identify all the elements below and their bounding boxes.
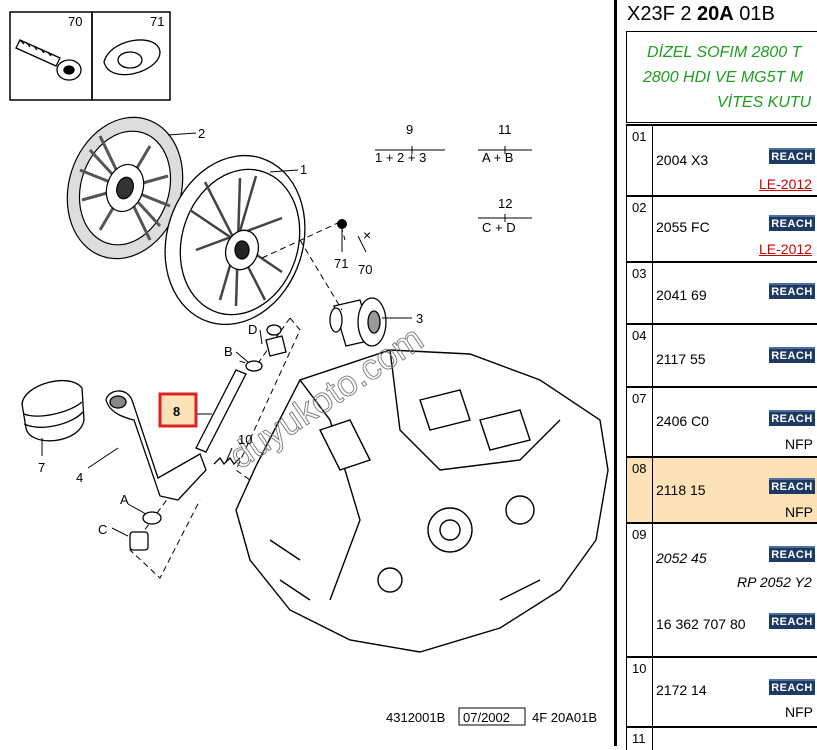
part-row[interactable]: 03 2041 69 REACH [626, 261, 817, 323]
row-number: 09 [632, 527, 647, 542]
reach-badge: REACH [769, 679, 815, 695]
part-row-highlighted[interactable]: 08 2118 15 REACH NFP [626, 456, 817, 522]
small-parts [129, 511, 162, 551]
reach-badge: REACH [769, 546, 815, 562]
description-line: 2800 HDI VE MG5T M [643, 69, 804, 86]
mark-cross: × [363, 227, 371, 243]
row-number: 02 [632, 200, 647, 215]
reach-badge: REACH [769, 347, 815, 363]
row-number: 04 [632, 328, 647, 343]
nfp-label: NFP [785, 436, 813, 452]
spring-part-10 [213, 456, 241, 466]
inset-boxes [9, 11, 171, 101]
row-number: 11 [632, 731, 646, 746]
callout-label: 11 [498, 122, 512, 137]
row-number: 08 [632, 461, 647, 476]
part-ref[interactable]: 2055 FC [656, 219, 710, 235]
description-box: DİZEL SOFIM 2800 T 2800 HDI VE MG5T M Vİ… [626, 31, 817, 123]
part-ref[interactable]: 2117 55 [656, 351, 706, 367]
release-bearing-part-3 [329, 297, 387, 347]
callout-label: C [98, 522, 107, 537]
reach-badge: REACH [769, 613, 815, 629]
bolt-part-70 [15, 39, 82, 81]
footer-date: 07/2002 [463, 710, 510, 725]
diagram-footer: 4312001B 07/2002 4F 20A01B [386, 707, 597, 726]
washer-part-71 [103, 39, 161, 76]
callout-label: 8 [173, 404, 180, 419]
callout-label: B [224, 344, 233, 359]
description-line: VİTES KUTU [717, 94, 812, 111]
part-ref-secondary[interactable]: 16 362 707 80 [656, 616, 746, 632]
replacement-ref: RP 2052 Y2 [737, 574, 812, 590]
callout-label: 3 [416, 311, 423, 326]
part-ref[interactable]: 2406 C0 [656, 413, 709, 429]
footer-date-box [458, 707, 526, 726]
callout-label: C + D [482, 220, 516, 235]
callout-label: 4 [76, 470, 83, 485]
callout-label: 71 [334, 256, 348, 271]
callout-label: 70 [68, 14, 82, 29]
footer-ref: 4F 20A01B [532, 710, 597, 725]
part-row[interactable]: 10 2172 14 REACH NFP [626, 656, 817, 726]
callout-label: 1 [300, 162, 307, 177]
nfp-label: NFP [785, 704, 813, 720]
pressure-plate-part-1 [164, 154, 306, 326]
mark-dot [337, 219, 347, 229]
callout-label: A [120, 492, 129, 507]
callout-label: 1 + 2 + 3 [375, 150, 426, 165]
callout-label: 7 [38, 460, 45, 475]
part-ref[interactable]: 2172 14 [656, 682, 707, 698]
nfp-label: NFP [785, 504, 813, 520]
callout-label: 2 [198, 126, 205, 141]
reach-badge: REACH [769, 478, 815, 494]
reach-badge: REACH [769, 283, 815, 299]
row-number: 10 [632, 661, 647, 676]
part-ref[interactable]: 2041 69 [656, 287, 707, 303]
part-row[interactable]: 07 2406 C0 REACH NFP [626, 386, 817, 456]
callout-label: A + B [482, 150, 513, 165]
part-row[interactable]: 01 2004 X3 REACH LE-2012 [626, 124, 817, 195]
code-suffix: 01B [733, 3, 775, 25]
gearbox-housing [235, 349, 609, 653]
part-ref[interactable]: 2118 15 [656, 482, 706, 498]
part-code: X23F 2 20A 01B [627, 3, 775, 26]
description-line: DİZEL SOFIM 2800 T [647, 44, 802, 61]
leader-lines [41, 132, 532, 537]
part-ref[interactable]: 2004 X3 [656, 152, 709, 168]
reach-badge: REACH [769, 215, 815, 231]
highlight-callout-box [158, 392, 198, 428]
callout-label: D [248, 322, 257, 337]
guide-tube-part-8 [195, 324, 287, 453]
release-fork-part-4 [105, 390, 207, 501]
row-number: 01 [632, 129, 647, 144]
callout-labels: 70 71 2 1 9 1 + 2 + 3 11 A + B 12 C + D … [38, 14, 516, 537]
row-number: 03 [632, 266, 647, 281]
code-prefix: X23F 2 [627, 3, 698, 25]
part-row[interactable]: 02 2055 FC REACH LE-2012 [626, 195, 817, 261]
row-number: 07 [632, 391, 647, 406]
callout-label: 12 [498, 196, 512, 211]
panel-divider [614, 0, 617, 746]
note-link[interactable]: LE-2012 [759, 241, 812, 257]
code-bold: 20A [697, 3, 734, 25]
footer-code: 4312001B [386, 710, 445, 725]
callout-label: 71 [150, 14, 164, 29]
part-ref[interactable]: 2052 45 [656, 550, 707, 566]
dust-boot-part-7 [21, 379, 85, 442]
clutch-disc-part-2 [66, 116, 184, 260]
reach-badge: REACH [769, 410, 815, 426]
part-row[interactable]: 09 2052 45 REACH RP 2052 Y2 16 362 707 8… [626, 522, 817, 656]
callout-label: 10 [238, 432, 252, 447]
callout-label: 70 [358, 262, 372, 277]
part-row[interactable]: 11 [626, 726, 817, 750]
part-row[interactable]: 04 2117 55 REACH [626, 323, 817, 386]
exploded-parts-diagram: duyukoto.com × 70 71 2 1 9 1 + 2 + 3 11 … [9, 11, 609, 726]
reach-badge: REACH [769, 148, 815, 164]
note-link[interactable]: LE-2012 [759, 176, 812, 192]
callout-label: 9 [406, 122, 413, 137]
